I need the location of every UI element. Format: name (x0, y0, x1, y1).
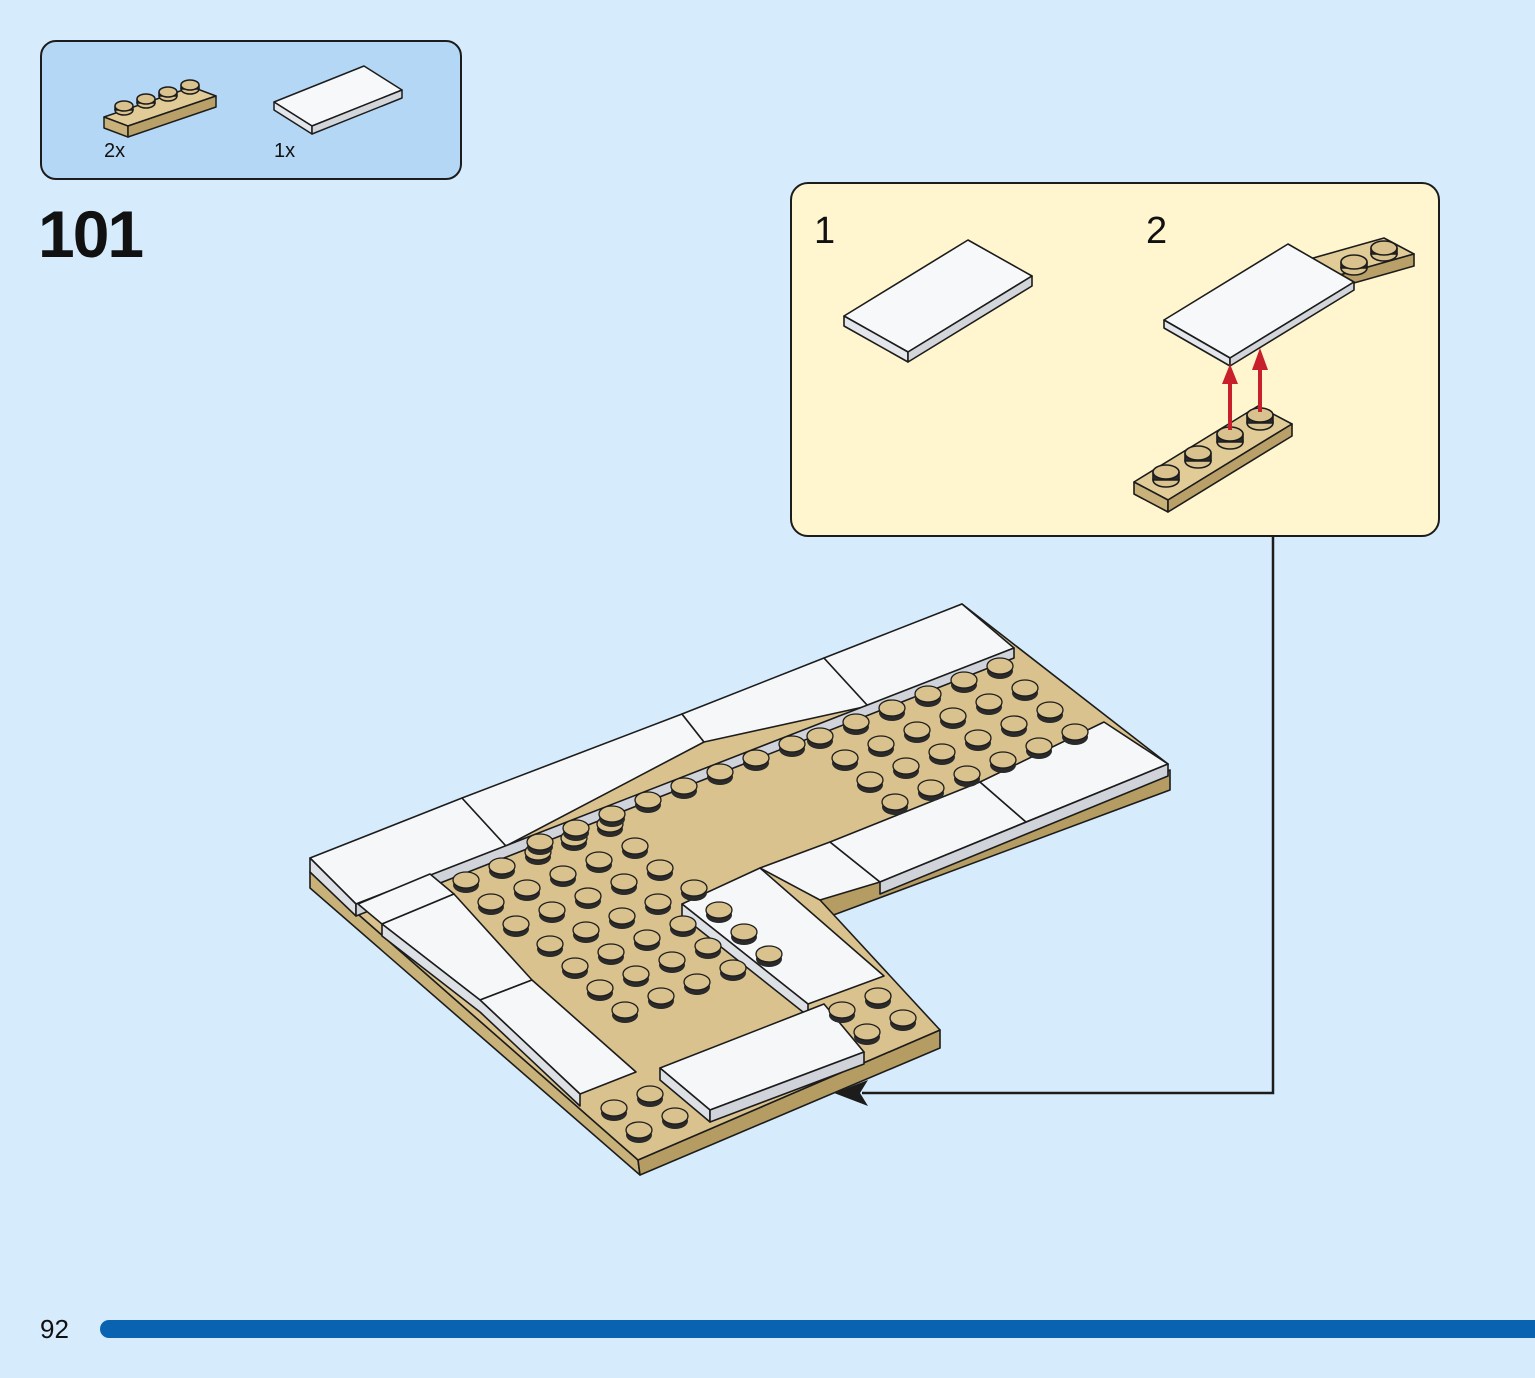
stud (644, 893, 672, 915)
stud (670, 777, 698, 799)
white-tile (681, 721, 1169, 1017)
callout-leader-line (862, 537, 1275, 1095)
stud (647, 987, 675, 1009)
stud (561, 957, 589, 979)
stud (526, 833, 554, 855)
step-number: 101 (38, 197, 144, 271)
stud (806, 727, 834, 749)
stud (598, 805, 626, 827)
page-progress-bar (100, 1320, 1535, 1338)
stud (989, 751, 1017, 773)
stud (661, 1107, 689, 1129)
stud (452, 871, 480, 893)
stud (903, 721, 931, 743)
stud (853, 1023, 881, 1045)
stud (939, 707, 967, 729)
stud (881, 793, 909, 815)
page-number: 92 (40, 1314, 69, 1344)
stud (610, 873, 638, 895)
stud (683, 973, 711, 995)
stud (625, 1121, 653, 1143)
stud (892, 757, 920, 779)
stud (964, 729, 992, 751)
callout-arrow-icon (834, 1080, 868, 1106)
stud (755, 945, 783, 967)
white-tile-icon (843, 239, 1033, 363)
stud (621, 837, 649, 859)
stud (633, 929, 661, 951)
stud (669, 915, 697, 937)
stud (600, 1099, 628, 1121)
white-tile-2x4-icon (273, 65, 403, 135)
white-tile (357, 873, 637, 1107)
stud (634, 791, 662, 813)
stud (1036, 701, 1064, 723)
sub-assembly-illustrations (843, 237, 1415, 513)
stud (694, 937, 722, 959)
stud (680, 879, 708, 901)
stud (878, 699, 906, 721)
stud (953, 765, 981, 787)
stud (586, 979, 614, 1001)
stud (889, 1009, 917, 1031)
stud (1025, 737, 1053, 759)
stud (477, 893, 505, 915)
stud (705, 901, 733, 923)
stud (856, 771, 884, 793)
stud (513, 879, 541, 901)
white-tile-icon (1163, 243, 1355, 367)
tan-plate-icon (1133, 405, 1293, 513)
stud (730, 923, 758, 945)
stud (636, 1085, 664, 1107)
stud (608, 907, 636, 929)
stud (572, 921, 600, 943)
stud (950, 671, 978, 693)
parts-illustrations (103, 65, 403, 138)
stud (928, 743, 956, 765)
stud (1061, 723, 1089, 745)
stud (597, 943, 625, 965)
stud (646, 859, 674, 881)
stud (1011, 679, 1039, 701)
part-quantity: 2x (104, 140, 126, 162)
stud (549, 865, 577, 887)
stud (585, 851, 613, 873)
stud (778, 735, 806, 757)
sub-step-label: 1 (814, 210, 836, 252)
stud (914, 685, 942, 707)
stud (502, 915, 530, 937)
part-quantity: 1x (274, 140, 296, 162)
stud (488, 857, 516, 879)
tan-plate-1x4-icon (103, 79, 217, 138)
stud (574, 887, 602, 909)
placement-arrow-icon (1222, 348, 1268, 430)
sub-assembly-callout: 1 2 (790, 182, 1440, 537)
stud (742, 749, 770, 771)
stud (658, 951, 686, 973)
sub-step-label: 2 (1146, 210, 1168, 252)
stud (611, 1001, 639, 1023)
stud (622, 965, 650, 987)
stud (831, 749, 859, 771)
stud (986, 657, 1014, 679)
stud (975, 693, 1003, 715)
stud (867, 735, 895, 757)
parts-callout: 2x 1x (40, 40, 462, 180)
stud (1000, 715, 1028, 737)
stud (706, 763, 734, 785)
stud-field (452, 657, 1089, 1143)
stud (828, 1001, 856, 1023)
stud (538, 901, 566, 923)
stud (917, 779, 945, 801)
stud (562, 819, 590, 841)
stud (719, 959, 747, 981)
stud (536, 935, 564, 957)
stud (842, 713, 870, 735)
stud (864, 987, 892, 1009)
white-tile (659, 1003, 865, 1123)
